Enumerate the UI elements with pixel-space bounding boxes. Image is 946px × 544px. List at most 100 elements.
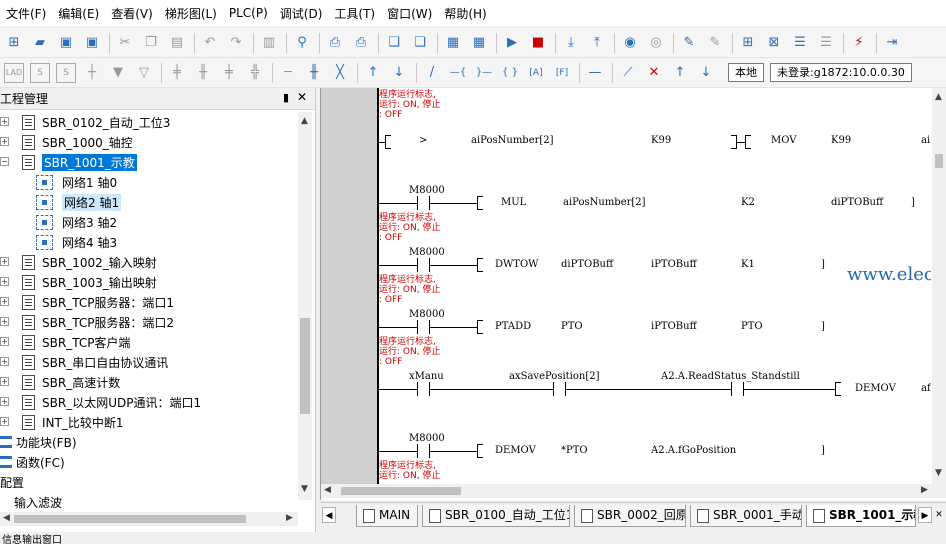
expand-toggle-icon[interactable]: − xyxy=(0,157,9,166)
lad-icon[interactable]: LAD xyxy=(4,62,24,83)
compile-icon[interactable]: ▦ xyxy=(446,35,460,50)
redo-icon[interactable]: ↷ xyxy=(230,35,242,50)
operand[interactable]: diPTOBuff xyxy=(831,197,884,208)
up-arrow-icon[interactable]: ↑ xyxy=(674,65,686,80)
network-icon[interactable]: ⊞ xyxy=(742,35,754,50)
nc-contact-icon[interactable]: ╳ xyxy=(336,65,344,80)
invert-icon[interactable]: / xyxy=(429,65,435,80)
scroll-right-icon[interactable]: ▶ xyxy=(286,513,293,523)
rising-edge-icon[interactable]: ↑ xyxy=(367,65,379,80)
hline-icon[interactable]: — xyxy=(588,65,602,80)
instruction[interactable]: DWTOW xyxy=(495,259,539,270)
new-file-icon[interactable]: ⊞ xyxy=(8,35,20,50)
stop-icon[interactable]: ■ xyxy=(531,35,545,50)
menu-edit[interactable]: 编辑(E) xyxy=(58,6,100,21)
window-list-icon[interactable]: ❏ xyxy=(414,35,426,50)
operand[interactable]: *PTO xyxy=(561,445,588,456)
operand[interactable]: aiPosNumber[2] xyxy=(471,135,554,146)
tab-sbr-0002[interactable]: SBR_0002_回原 xyxy=(574,505,686,527)
expand-toggle-icon[interactable]: + xyxy=(0,337,9,346)
tab-sbr-0100[interactable]: SBR_0100_自动_工位1 xyxy=(422,505,570,527)
operand[interactable]: K2 xyxy=(741,197,755,208)
menu-plc[interactable]: PLC(P) xyxy=(228,6,268,20)
tree-item[interactable]: 功能块(FB) xyxy=(0,432,298,452)
contact-label[interactable]: xManu xyxy=(409,371,444,382)
expand-toggle-icon[interactable]: + xyxy=(0,397,9,406)
run-icon[interactable]: ▶ xyxy=(507,35,517,50)
no-contact-icon[interactable]: ╫ xyxy=(310,65,318,80)
operand[interactable]: K1 xyxy=(741,259,755,270)
ladder-editor[interactable]: 程序运行标志, 运行: ON, 停止 : OFF > aiPosNumber[2… xyxy=(320,88,946,500)
scroll-right-icon[interactable]: ▶ xyxy=(921,485,928,495)
tree-item[interactable]: 配置 xyxy=(0,472,298,492)
scroll-up-icon[interactable]: ▲ xyxy=(935,92,942,102)
scroll-left-icon[interactable]: ◀ xyxy=(324,485,331,495)
expand-toggle-icon[interactable]: + xyxy=(0,357,9,366)
coil-close-icon[interactable]: }— xyxy=(475,67,493,78)
tree-item[interactable]: +SBR_1003_输出映射 xyxy=(0,272,298,292)
editor-horizontal-scrollbar[interactable]: ◀ ▶ xyxy=(321,484,946,498)
scroll-up-icon[interactable]: ▲ xyxy=(301,116,308,126)
tree-item[interactable]: +SBR_以太网UDP通讯：端口1 xyxy=(0,392,298,412)
tree-item[interactable]: −SBR_1001_示教 xyxy=(0,152,298,172)
expand-toggle-icon[interactable]: + xyxy=(0,137,9,146)
tree-item[interactable]: 网络1 轴0 xyxy=(0,172,298,192)
delete-icon[interactable]: ▥ xyxy=(262,35,276,50)
instruction[interactable]: MUL xyxy=(501,197,527,208)
expand-toggle-icon[interactable]: + xyxy=(0,297,9,306)
scroll-thumb[interactable] xyxy=(300,318,310,414)
operand[interactable]: iPTOBuff xyxy=(651,321,697,332)
contact-label[interactable]: A2.A.ReadStatus_Standstill xyxy=(661,371,800,382)
operand[interactable]: A2.A.fGoPosition xyxy=(651,445,737,456)
branch3-icon[interactable]: ╪ xyxy=(225,65,233,80)
operand[interactable]: iPTOBuff xyxy=(651,259,697,270)
instruction[interactable]: MOV xyxy=(771,135,797,146)
close-icon[interactable]: ✕ xyxy=(296,90,307,104)
login-status[interactable]: 未登录:g1872:10.0.0.30 xyxy=(770,63,912,82)
menu-file[interactable]: 文件(F) xyxy=(6,6,47,21)
local-mode-button[interactable]: 本地 xyxy=(728,63,764,82)
contact-down2-icon[interactable]: ▽ xyxy=(139,65,149,80)
instruction[interactable]: DEMOV xyxy=(855,383,896,394)
ladder-canvas[interactable]: 程序运行标志, 运行: ON, 停止 : OFF > aiPosNumber[2… xyxy=(379,88,931,484)
tree-item[interactable]: +SBR_串口自由协议通讯 xyxy=(0,352,298,372)
network-remove-icon[interactable]: ☰ xyxy=(820,35,832,50)
scroll-left-icon[interactable]: ◀ xyxy=(3,513,10,523)
undo-icon[interactable]: ↶ xyxy=(204,35,216,50)
open-folder-icon[interactable]: ▰ xyxy=(35,35,45,50)
operand[interactable]: diPTOBuff xyxy=(561,259,614,270)
download-icon[interactable]: ⤓ xyxy=(568,35,574,50)
cross-icon[interactable]: ✕ xyxy=(648,65,660,80)
network-delete-icon[interactable]: ⊠ xyxy=(768,35,780,50)
tree-item[interactable]: +INT_比较中断1 xyxy=(0,412,298,432)
branch-icon[interactable]: ╪ xyxy=(173,65,181,80)
fb-a-icon[interactable]: [A] xyxy=(529,67,543,78)
print-icon[interactable]: ⎙ xyxy=(355,35,367,50)
network-insert-icon[interactable]: ☰ xyxy=(794,35,806,50)
falling-edge-icon[interactable]: ↓ xyxy=(393,65,405,80)
menu-help[interactable]: 帮助(H) xyxy=(444,6,487,21)
operand[interactable]: aiPosNumber[2] xyxy=(563,197,646,208)
compare-op[interactable]: > xyxy=(419,135,428,146)
monitor-stop-icon[interactable]: ◎ xyxy=(650,35,662,50)
function-icon[interactable]: { } xyxy=(502,67,518,78)
paste-icon[interactable]: ▤ xyxy=(170,35,184,50)
menu-debug[interactable]: 调试(D) xyxy=(279,6,323,21)
instruction[interactable]: PTADD xyxy=(495,321,532,332)
expand-toggle-icon[interactable]: + xyxy=(0,317,9,326)
tree-horizontal-scrollbar[interactable]: ◀ ▶ xyxy=(0,512,298,526)
search-icon[interactable]: ⚲ xyxy=(297,35,307,50)
menu-ladder[interactable]: 梯形图(L) xyxy=(164,6,217,21)
scroll-down-icon[interactable]: ▼ xyxy=(935,468,942,478)
tab-scroll-left-icon[interactable]: ◀ xyxy=(322,507,336,523)
compile-all-icon[interactable]: ▦ xyxy=(472,35,486,50)
tab-sbr-1001[interactable]: SBR_1001_示教 xyxy=(806,505,916,527)
line-icon[interactable]: ─ xyxy=(284,65,292,80)
test-icon[interactable]: ⚡ xyxy=(854,35,864,50)
write-icon[interactable]: ✎ xyxy=(683,35,695,50)
operand[interactable]: af xyxy=(921,383,931,394)
menu-tools[interactable]: 工具(T) xyxy=(334,6,376,21)
expand-toggle-icon[interactable]: + xyxy=(0,257,9,266)
save-all-icon[interactable]: ▣ xyxy=(85,35,99,50)
tree-item[interactable]: 输入滤波 xyxy=(0,492,298,512)
